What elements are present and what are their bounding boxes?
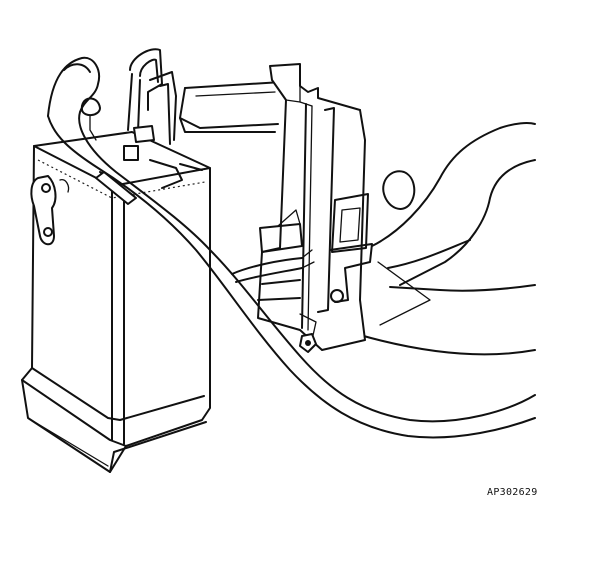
canister-clip — [30, 175, 70, 246]
body-plug — [382, 170, 416, 210]
wire-harness — [231, 249, 315, 283]
figure-reference-code: AP302629 — [487, 487, 538, 498]
canister-ports — [80, 48, 203, 205]
body-panel — [359, 122, 536, 356]
mounting-bracket — [257, 63, 373, 353]
vent-hose — [47, 56, 536, 439]
